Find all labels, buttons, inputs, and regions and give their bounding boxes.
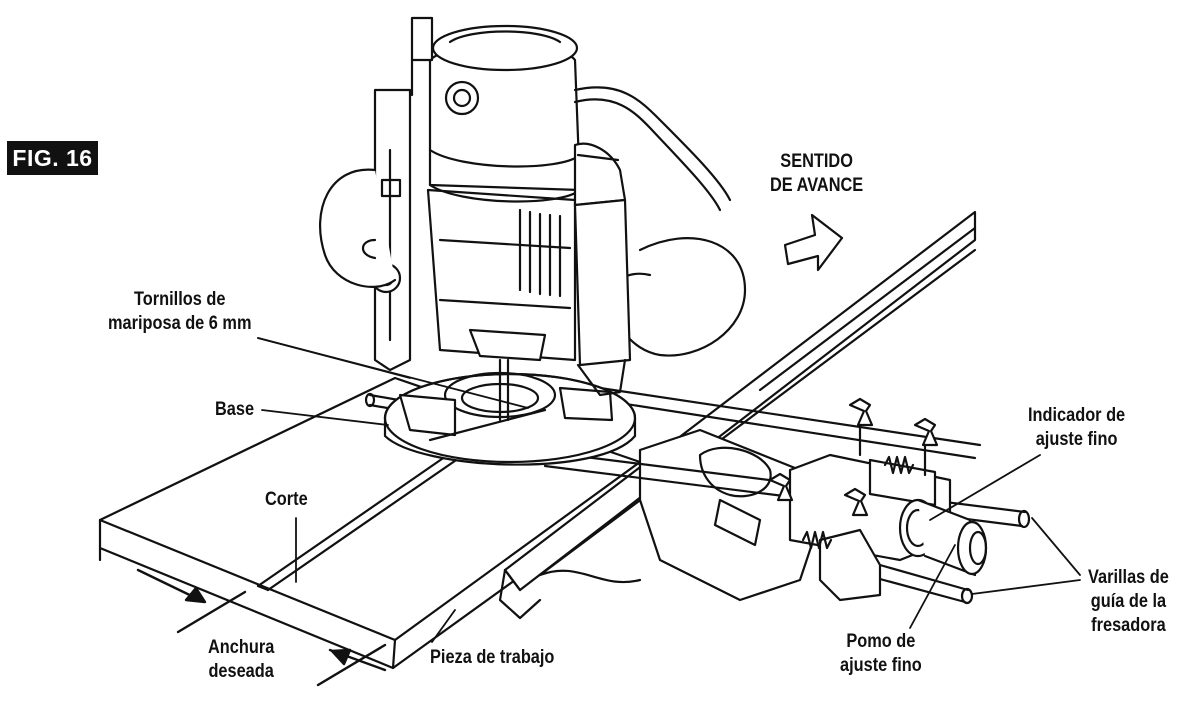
label-wing-screws-line1: Tornillos de [134, 289, 226, 310]
label-fine-adjust-knob: Pomo de ajuste fino [840, 630, 922, 678]
label-knob-line1: Pomo de [846, 631, 916, 652]
label-feed-direction: SENTIDO DE AVANCE [770, 150, 863, 198]
label-feed-direction-line1: SENTIDO [780, 151, 853, 172]
figure-label: FIG. 16 [7, 141, 98, 175]
edge-guide-body [538, 428, 822, 602]
leader-rods-2 [971, 579, 1081, 595]
label-guide-rods: Varillas de guía de la fresadora [1088, 566, 1169, 638]
leader-workpiece [431, 609, 456, 643]
label-guide-rods-line2: guía de la [1090, 591, 1167, 612]
label-fine-adjust-indicator: Indicador de ajuste fino [1028, 404, 1125, 452]
label-workpiece: Pieza de trabajo [430, 647, 555, 668]
leader-wing-screws-2 [257, 337, 529, 409]
label-indicator-line1: Indicador de [1028, 405, 1126, 426]
router-handles [319, 142, 747, 397]
guide-fence [498, 210, 977, 620]
label-guide-rods-line1: Varillas de [1088, 567, 1169, 588]
leader-lines [257, 337, 1081, 643]
label-wing-screws-line2: mariposa de 6 mm [108, 313, 252, 334]
label-wing-screws: Tornillos de mariposa de 6 mm [108, 288, 251, 336]
leader-indicator [929, 454, 1041, 521]
label-desired-width-line2: deseada [208, 661, 274, 682]
label-desired-width: Anchura deseada [208, 636, 274, 684]
label-desired-width-line1: Anchura [208, 637, 275, 658]
label-knob-line2: ajuste fino [840, 655, 922, 676]
leader-base [261, 409, 389, 426]
router-base [383, 358, 637, 466]
label-feed-direction-line2: DE AVANCE [770, 175, 864, 196]
label-indicator-line2: ajuste fino [1035, 429, 1118, 450]
leader-rods-1 [1031, 517, 1081, 576]
label-base: Base [215, 399, 255, 420]
cut-groove [256, 450, 464, 592]
router-motor [410, 16, 732, 362]
width-dimension [136, 568, 387, 687]
label-guide-rods-line3: fresadora [1091, 615, 1166, 636]
feed-direction-arrow [783, 213, 844, 272]
leader-knob [909, 544, 956, 629]
fine-adjust-assembly [768, 397, 988, 602]
label-cut: Corte [265, 489, 308, 510]
